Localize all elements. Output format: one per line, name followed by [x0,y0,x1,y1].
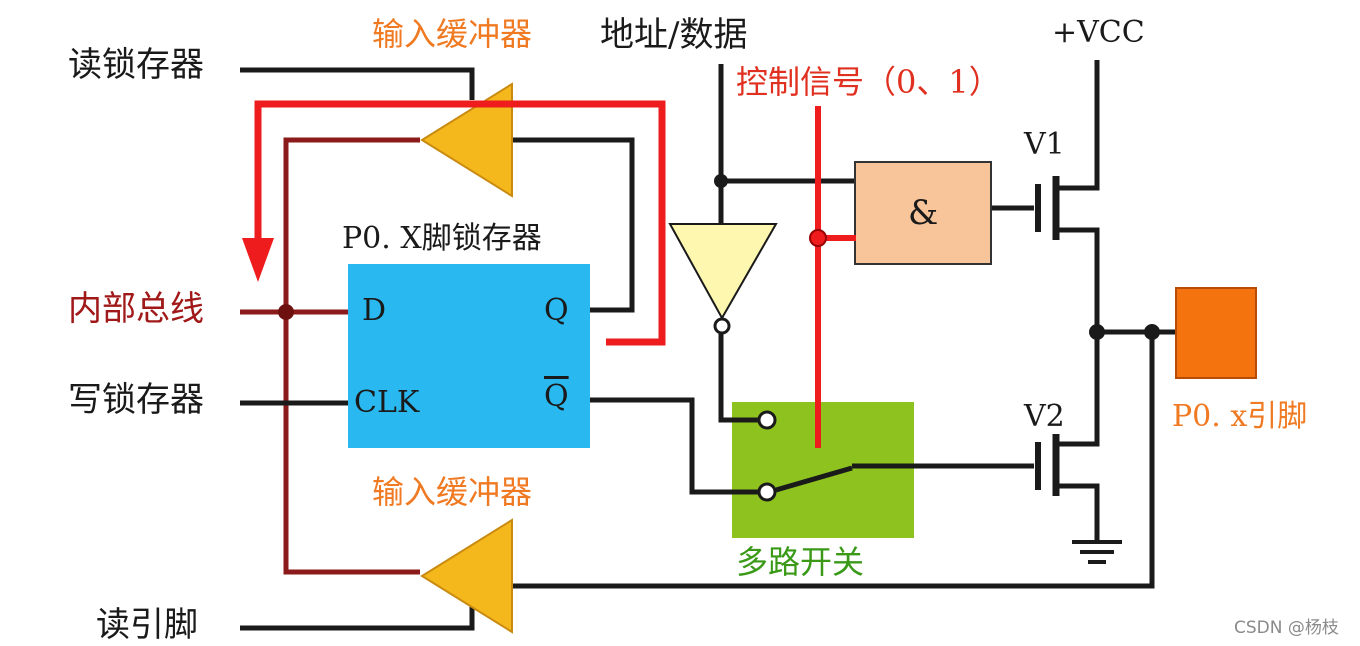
latch-box [348,264,590,448]
latch-title-label: P0. X脚锁存器 [342,221,542,256]
mosfet-v1 [1035,176,1068,240]
address-data-label: 地址/数据 [600,15,748,55]
input-buffer-bottom-label: 输入缓冲器 [372,473,533,511]
write-latch-label: 写锁存器 [68,380,204,420]
mux-label: 多路开关 [736,543,865,581]
watermark: CSDN @杨枝 [1234,618,1339,638]
pin-box [1175,287,1257,379]
junction-dots [714,174,1160,340]
v2-label: V2 [1024,399,1065,434]
mux-contact-lower [757,482,777,502]
pin-d-label: D [362,293,387,328]
inverter [668,223,778,321]
ground-icon [1072,540,1122,564]
pin-clk-label: CLK [354,385,420,420]
pin-label: P0. x引脚 [1172,399,1308,434]
pin-qbar-label: Q [544,379,569,414]
internal-bus-label: 内部总线 [68,289,204,329]
read-path-arrow [254,100,666,346]
vcc-label: +VCC [1052,15,1145,50]
mux-contact-upper [757,410,777,430]
control-junction-dot [809,229,827,247]
bus-junction-dot [278,304,294,320]
input-buffer-top [420,82,513,198]
inverter-bubble [713,317,731,335]
read-pin-label: 读引脚 [96,605,198,645]
input-buffer-bottom [420,518,513,634]
read-latch-label: 读锁存器 [68,45,204,85]
internal-bus-wires [240,137,420,575]
pin-q-label: Q [544,293,569,328]
arrowhead-down-icon [242,238,274,282]
input-buffer-top-label: 输入缓冲器 [372,15,533,53]
v1-label: V1 [1024,127,1065,162]
and-gate-symbol: & [908,193,939,233]
mosfet-v2 [1035,434,1068,496]
control-signal-label: 控制信号（0、1） [736,63,1001,101]
and-gate-box [854,161,992,265]
